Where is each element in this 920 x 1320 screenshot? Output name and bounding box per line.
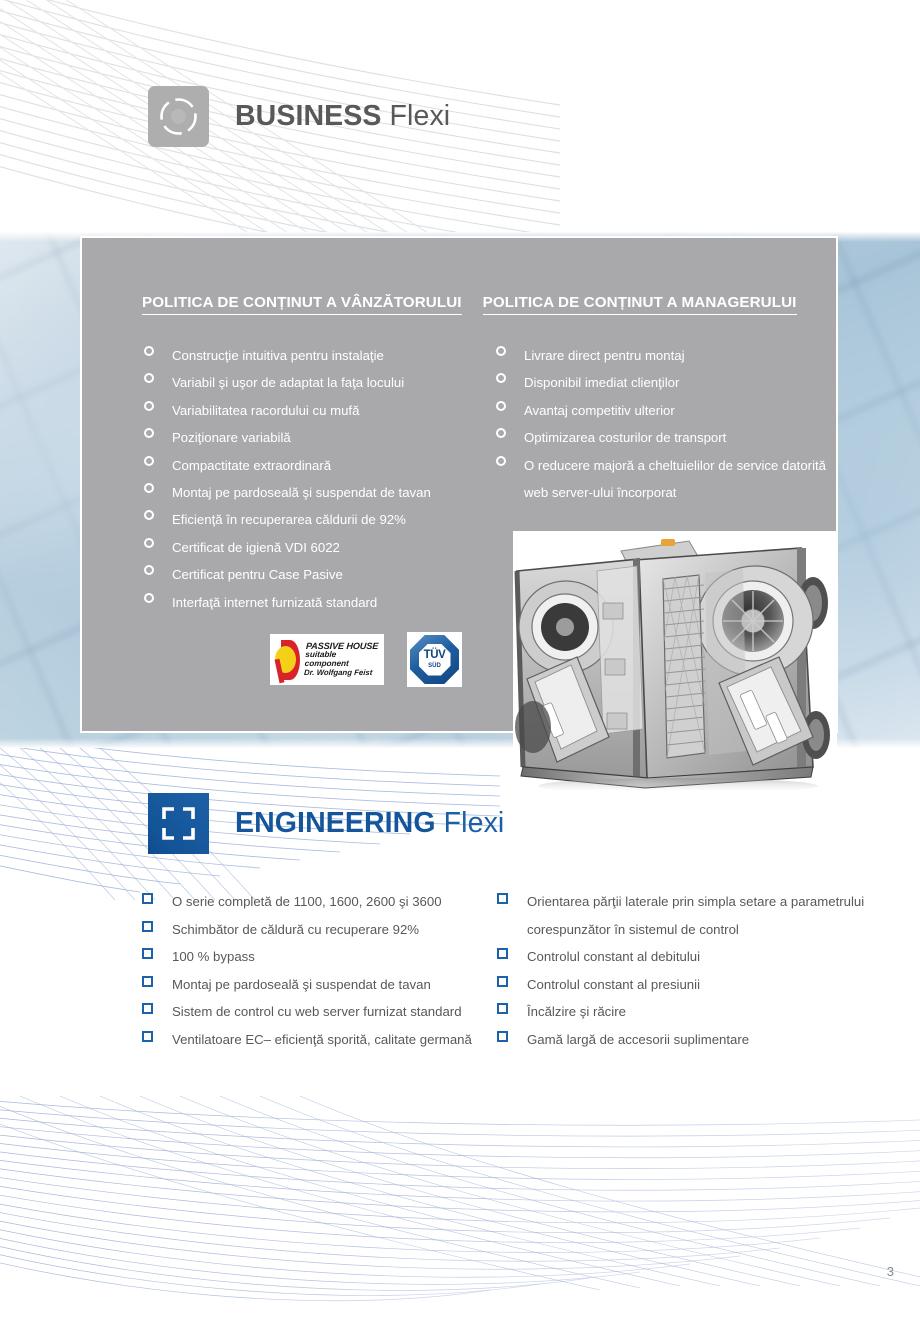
ring-bullet-icon [144, 455, 154, 466]
square-brackets-icon [148, 793, 209, 854]
certification-logos: PASSIVE HOUSE suitable component Dr. Wol… [270, 632, 462, 687]
engineering-left-feature-list: O serie completă de 1100, 1600, 2600 şi … [142, 888, 497, 1054]
list-item: Certificat de igienă VDI 6022 [144, 534, 484, 561]
list-item: Certificat pentru Case Pasive [144, 561, 484, 588]
ring-bullet-icon [144, 592, 154, 603]
list-item: Avantaj competitiv ulterior [496, 397, 826, 424]
passive-house-mark-graphic [272, 637, 303, 683]
engineering-flexi-title: ENGINEERING Flexi [235, 807, 504, 840]
engineering-flexi-header: ENGINEERING Flexi [148, 793, 504, 854]
passive-house-seal-icon: PASSIVE HOUSE suitable component Dr. Wol… [270, 634, 384, 685]
policy-panel-headings: POLITICA DE CONȚINUT A VÂNZĂTORULUI POLI… [82, 294, 836, 315]
business-flexi-header: BUSINESS Flexi [148, 86, 450, 147]
engineering-feature-columns: O serie completă de 1100, 1600, 2600 şi … [142, 888, 902, 1054]
list-item: Schimbător de căldură cu recuperare 92% [142, 916, 497, 944]
bottom-line-pattern-decoration [0, 1095, 920, 1302]
ring-bullet-icon [144, 373, 154, 384]
ring-bullet-icon [144, 428, 154, 439]
list-item: Interfaţă internet furnizată standard [144, 589, 484, 616]
tuv-sud-seal-icon: TÜV SÜD [407, 632, 462, 687]
square-bullet-icon [497, 893, 508, 904]
ring-bullet-icon [144, 510, 154, 521]
list-item: 100 % bypass [142, 943, 497, 971]
business-flexi-title: BUSINESS Flexi [235, 100, 450, 133]
manager-policy-heading: POLITICA DE CONȚINUT A MANAGERULUI [482, 294, 797, 315]
list-item: Variabilitatea racordului cu mufă [144, 397, 484, 424]
list-item: Construcţie intuitiva pentru instalaţie [144, 342, 484, 369]
seller-policy-list: Construcţie intuitiva pentru instalaţie … [144, 342, 484, 616]
list-item: Controlul constant al presiunii [497, 971, 902, 999]
engineering-right-feature-list: Orientarea părţii laterale prin simpla s… [497, 888, 902, 1054]
list-item: Sistem de control cu web server furnizat… [142, 998, 497, 1026]
business-title-strong: BUSINESS [235, 100, 382, 132]
square-bullet-icon [142, 893, 153, 904]
air-handling-unit-photo [513, 531, 837, 790]
page-number: 3 [886, 1264, 894, 1279]
manager-policy-list: Livrare direct pentru montaj Disponibil … [496, 342, 826, 616]
list-item: Eficienţă în recuperarea căldurii de 92% [144, 506, 484, 533]
engineering-title-strong: ENGINEERING [235, 807, 436, 839]
ring-bullet-icon [144, 537, 154, 548]
list-item: Controlul constant al debitului [497, 943, 902, 971]
tuv-word: TÜV [423, 649, 446, 662]
ring-bullet-icon [496, 428, 506, 439]
list-item: Disponibil imediat clienţilor [496, 369, 826, 396]
list-item: Orientarea părţii laterale prin simpla s… [497, 888, 902, 943]
ring-bullet-icon [496, 346, 506, 356]
passive-house-line-4: Dr. Wolfgang Feist [303, 667, 373, 677]
tuv-sub: SÜD [428, 662, 441, 669]
square-bullet-icon [142, 1003, 153, 1015]
passive-house-text: PASSIVE HOUSE suitable component Dr. Wol… [303, 641, 379, 677]
square-bullet-icon [497, 975, 508, 987]
list-item: Încălzire şi răcire [497, 998, 902, 1026]
ring-bullet-icon [144, 346, 154, 356]
list-item: O reducere majoră a cheltuielilor de ser… [496, 452, 826, 507]
square-bullet-icon [142, 948, 153, 960]
list-item: Optimizarea costurilor de transport [496, 424, 826, 451]
list-item: Montaj pe pardoseală şi suspendat de tav… [142, 971, 497, 999]
list-item: Montaj pe pardoseală şi suspendat de tav… [144, 479, 484, 506]
square-bullet-icon [142, 1030, 153, 1042]
list-item: Livrare direct pentru montaj [496, 342, 826, 369]
target-ring-icon [148, 86, 209, 147]
ring-bullet-icon [496, 455, 506, 466]
business-title-light: Flexi [389, 100, 451, 132]
square-bullet-icon [142, 920, 153, 932]
engineering-title-light: Flexi [443, 807, 505, 839]
ring-bullet-icon [144, 400, 154, 411]
seller-policy-heading: POLITICA DE CONȚINUT A VÂNZĂTORULUI [142, 294, 462, 315]
ring-bullet-icon [496, 400, 506, 411]
list-item: O serie completă de 1100, 1600, 2600 şi … [142, 888, 497, 916]
ring-bullet-icon [144, 483, 154, 494]
list-item: Compactitate extraordinară [144, 452, 484, 479]
square-bullet-icon [497, 1030, 508, 1042]
square-bullet-icon [497, 948, 508, 960]
square-bullet-icon [497, 1003, 508, 1015]
list-item: Gamă largă de accesorii suplimentare [497, 1026, 902, 1054]
square-bullet-icon [142, 975, 153, 987]
policy-columns: Construcţie intuitiva pentru instalaţie … [82, 342, 836, 616]
list-item: Variabil şi uşor de adaptat la faţa locu… [144, 369, 484, 396]
list-item: Ventilatoare EC– eficienţă sporită, cali… [142, 1026, 497, 1054]
ring-bullet-icon [144, 565, 154, 576]
ring-bullet-icon [496, 373, 506, 384]
list-item: Poziţionare variabilă [144, 424, 484, 451]
